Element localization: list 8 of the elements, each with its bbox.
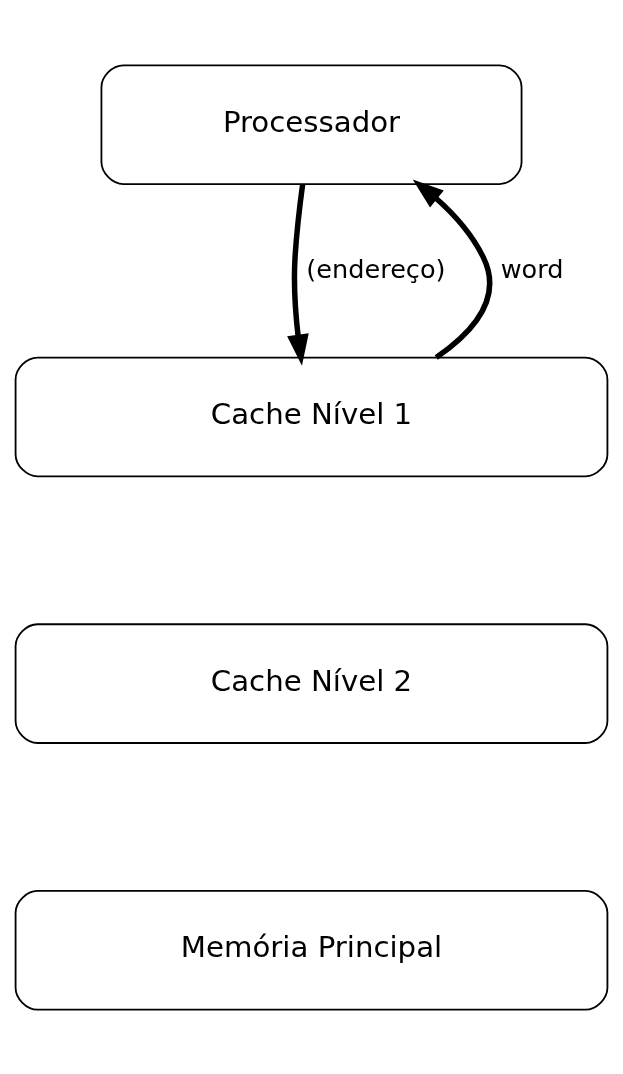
edge-label: word [500,253,564,284]
node-box: Memória Principal [14,889,609,1011]
arrow [412,178,493,360]
node-box: Processador [100,63,523,185]
node-box: Cache Nível 1 [14,356,609,477]
node-box: Cache Nível 2 [14,622,609,744]
edge-label: (endereço) [306,253,446,284]
arrow [287,183,309,366]
